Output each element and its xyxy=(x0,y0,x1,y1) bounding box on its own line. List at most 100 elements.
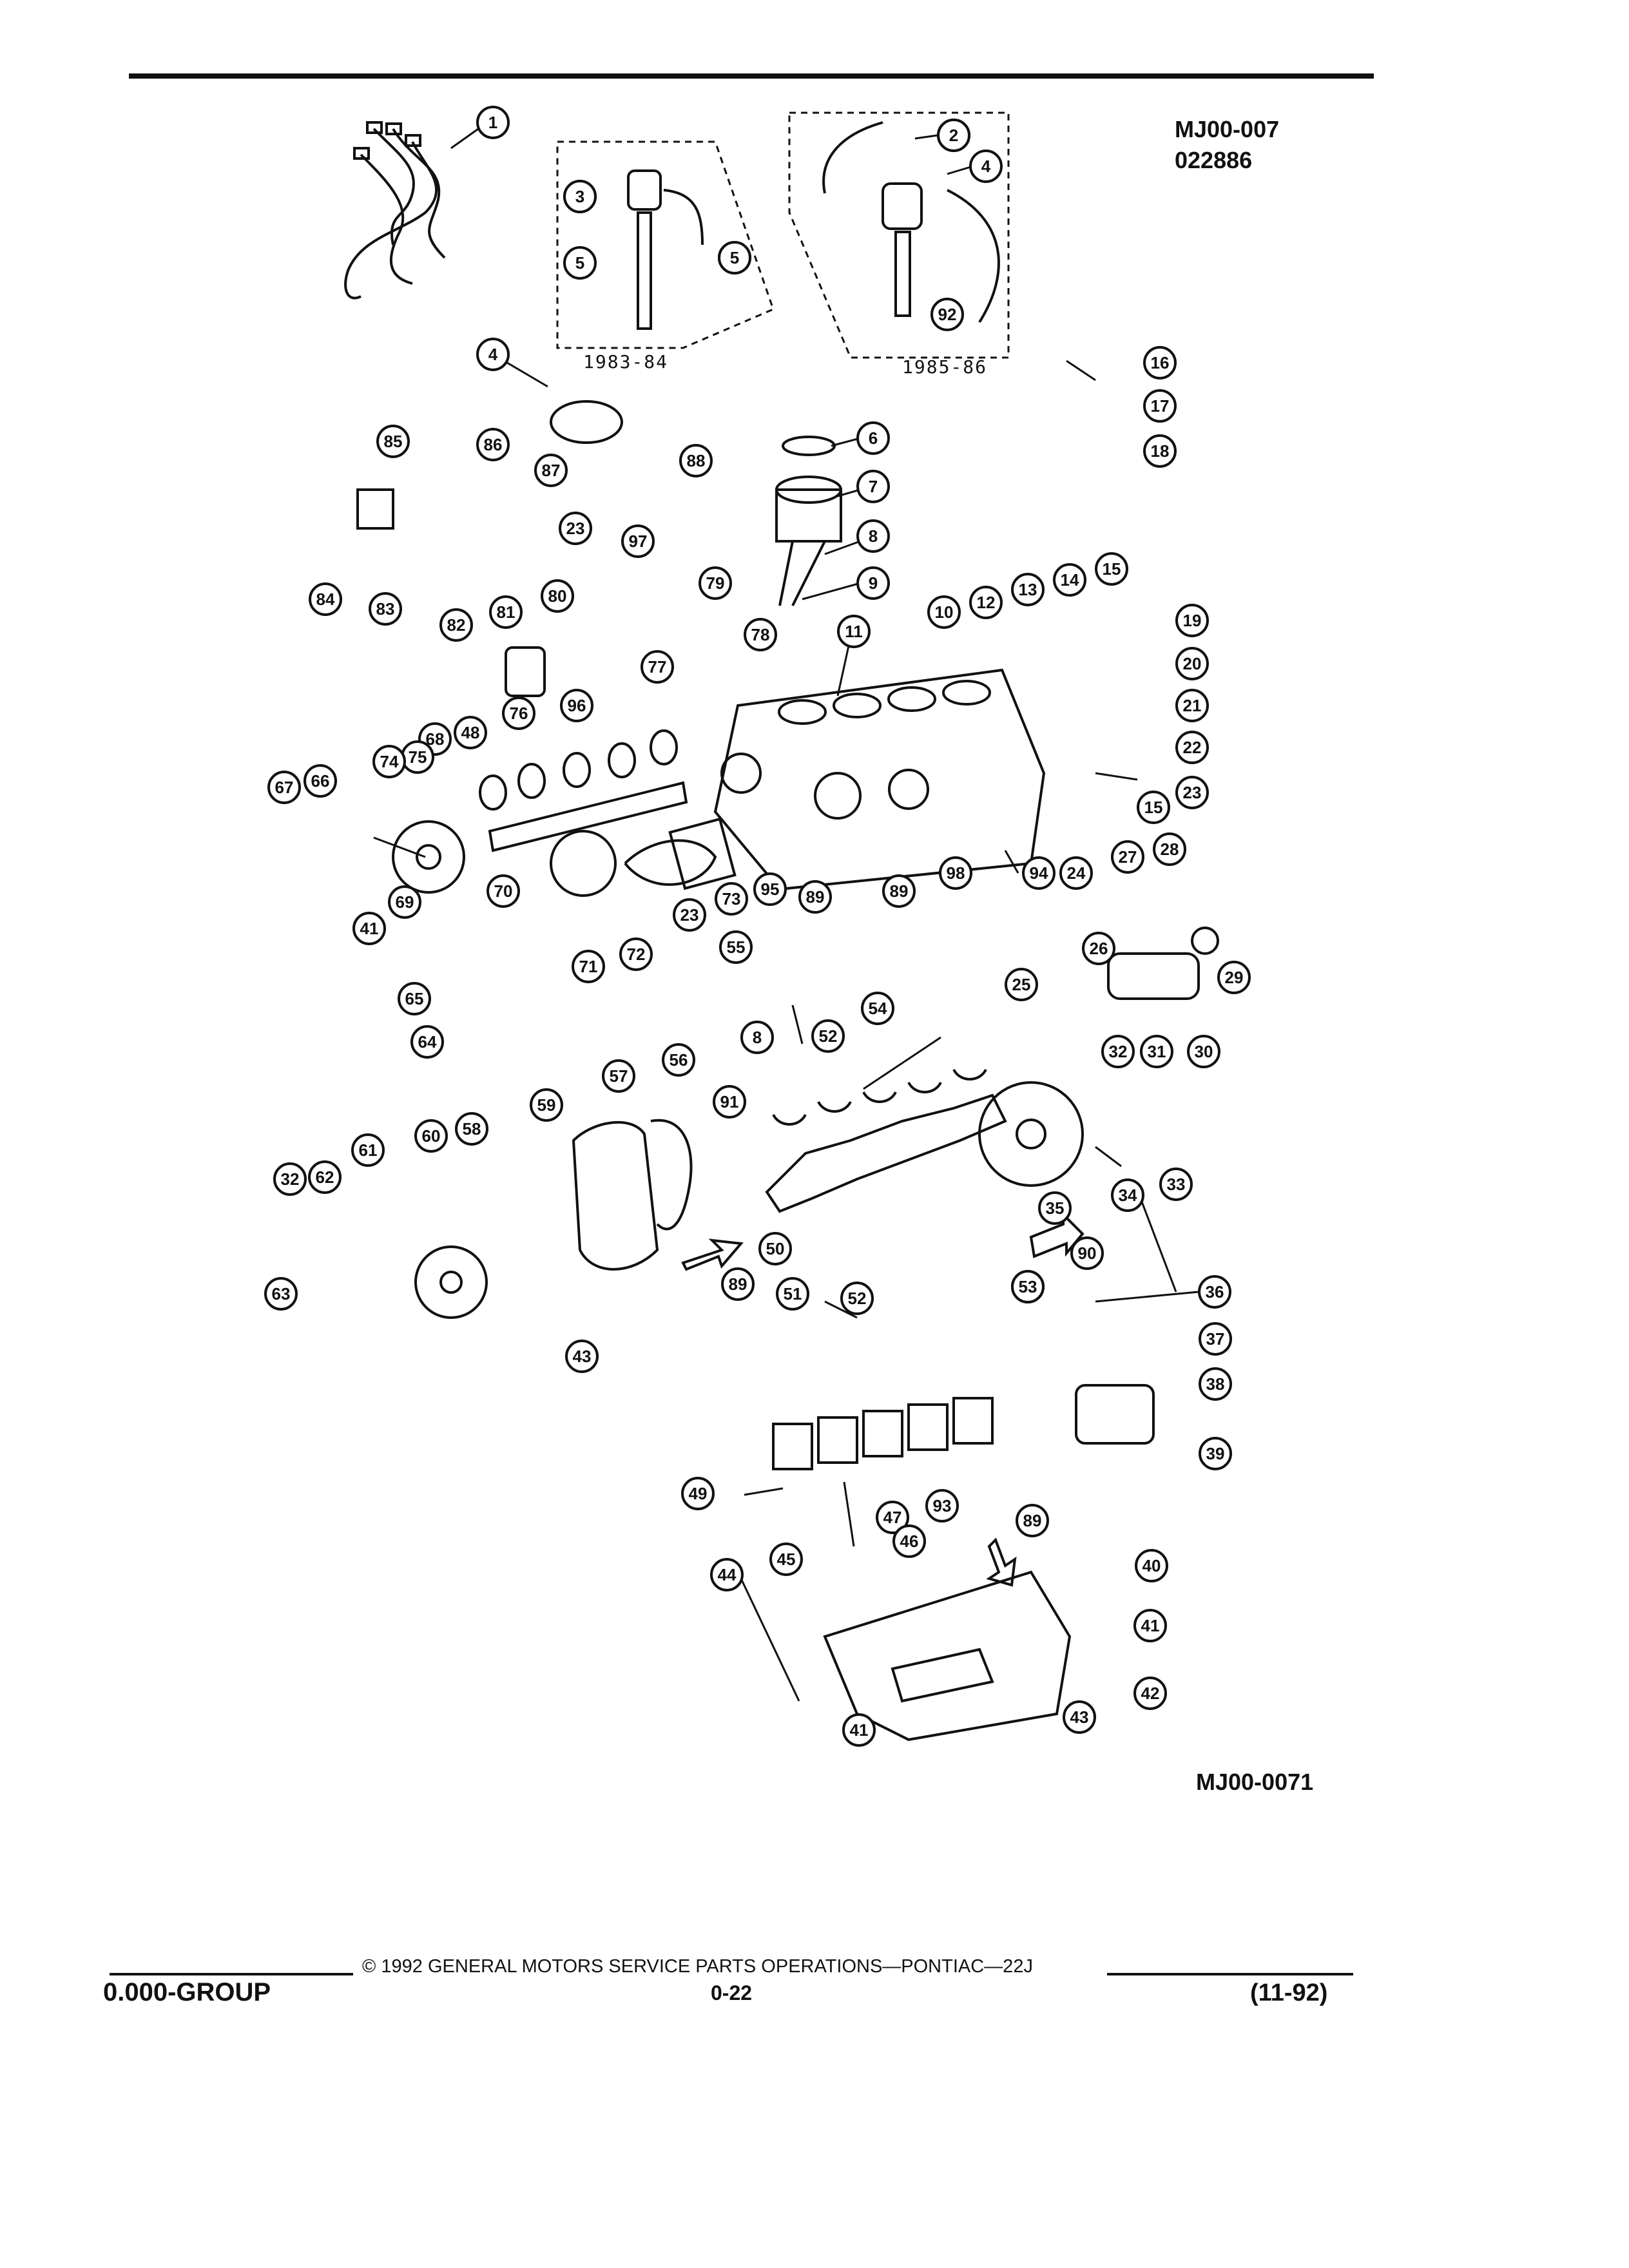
callout-number: 74 xyxy=(380,752,399,771)
callout-circle xyxy=(856,421,890,455)
timing-cover-drawing xyxy=(572,1120,659,1271)
callout-26: 26 xyxy=(1082,932,1115,965)
callout-circle xyxy=(699,566,732,600)
callout-number: 36 xyxy=(1206,1282,1224,1302)
callout-39: 39 xyxy=(1199,1437,1232,1470)
callout-number: 67 xyxy=(275,778,294,797)
callout-65: 65 xyxy=(398,982,431,1015)
camshaft-drawing xyxy=(479,729,688,852)
callout-number: 59 xyxy=(537,1095,556,1115)
callout-circle xyxy=(563,246,597,280)
footer-rule-left xyxy=(110,1973,353,1975)
callout-number: 87 xyxy=(542,461,561,480)
callout-number: 23 xyxy=(680,905,699,925)
callout-circle xyxy=(1111,840,1144,874)
callout-circle xyxy=(309,582,342,616)
callout-circle xyxy=(541,579,574,613)
callout-circle xyxy=(455,1112,488,1146)
callout-78: 78 xyxy=(744,618,777,651)
callout-number: 16 xyxy=(1151,353,1170,372)
callout-number: 12 xyxy=(977,593,996,612)
callout-number: 33 xyxy=(1167,1175,1186,1194)
callout-number: 21 xyxy=(1183,696,1202,715)
callout-circle xyxy=(487,874,520,908)
callout-29: 29 xyxy=(1217,961,1251,994)
callout-13: 13 xyxy=(1011,573,1045,606)
callout-circle xyxy=(969,149,1003,183)
callout-number: 23 xyxy=(1183,783,1202,802)
callout-circle xyxy=(476,106,510,139)
callout-number: 45 xyxy=(777,1550,796,1569)
callout-circle xyxy=(798,880,832,914)
callout-89: 89 xyxy=(1016,1504,1049,1537)
callout-number: 97 xyxy=(629,532,648,551)
callout-57: 57 xyxy=(602,1059,635,1093)
callout-97: 97 xyxy=(621,524,655,558)
callout-41: 41 xyxy=(352,912,386,945)
callout-circle xyxy=(476,428,510,461)
callout-number: 18 xyxy=(1151,441,1170,461)
callout-circle xyxy=(641,650,674,684)
timing-gear-drawing xyxy=(392,820,465,894)
callout-circle xyxy=(414,1119,448,1153)
callout-number: 57 xyxy=(610,1066,628,1086)
callout-circle xyxy=(530,1088,563,1122)
callout-42: 42 xyxy=(1133,1677,1167,1710)
callout-circle xyxy=(861,992,894,1025)
callout-circle xyxy=(372,745,406,778)
callout-90: 90 xyxy=(1070,1236,1104,1270)
callout-number: 80 xyxy=(548,586,567,606)
callout-44: 44 xyxy=(710,1558,744,1591)
callout-circle xyxy=(856,519,890,553)
callout-circle xyxy=(811,1019,845,1053)
callout-number: 76 xyxy=(510,704,528,723)
callout-86: 86 xyxy=(476,428,510,461)
callout-number: 89 xyxy=(1023,1511,1042,1530)
callout-23: 23 xyxy=(673,898,706,932)
callout-8: 8 xyxy=(740,1021,774,1054)
callout-number: 52 xyxy=(819,1026,838,1046)
callout-circle xyxy=(1153,832,1186,866)
callout-88: 88 xyxy=(679,444,713,477)
callout-circle xyxy=(351,1133,385,1167)
callout-circle xyxy=(352,912,386,945)
arrow-89-drawing xyxy=(681,1238,744,1271)
callout-number: 5 xyxy=(575,253,584,273)
page-number: 0-22 xyxy=(711,1981,753,2004)
callout-20: 20 xyxy=(1175,647,1209,680)
callout-circle xyxy=(721,1267,755,1301)
callout-8: 8 xyxy=(856,519,890,553)
callout-number: 20 xyxy=(1183,654,1202,673)
callout-45: 45 xyxy=(769,1542,803,1576)
callout-number: 49 xyxy=(689,1484,708,1503)
distributor-box-1983-84 xyxy=(556,140,775,349)
callout-number: 77 xyxy=(648,657,667,677)
ref-number-2: 022886 xyxy=(1175,147,1253,173)
callout-number: 25 xyxy=(1012,975,1031,994)
callout-number: 9 xyxy=(869,573,878,593)
callout-number: 89 xyxy=(890,881,909,901)
callout-circle xyxy=(842,1713,876,1747)
callout-number: 41 xyxy=(1141,1616,1160,1635)
callout-60: 60 xyxy=(414,1119,448,1153)
callout-number: 27 xyxy=(1119,847,1137,867)
year-label-1985-86: 1985-86 xyxy=(902,356,988,378)
callout-circle xyxy=(267,771,301,804)
callout-89: 89 xyxy=(721,1267,755,1301)
callout-10: 10 xyxy=(927,595,961,629)
callout-circle xyxy=(1159,1168,1193,1201)
callout-number: 42 xyxy=(1141,1684,1160,1703)
callout-30: 30 xyxy=(1187,1035,1220,1068)
callout-circle xyxy=(719,930,753,964)
callout-circle xyxy=(1135,1549,1168,1582)
callout-number: 72 xyxy=(627,945,646,964)
callout-circle xyxy=(740,1021,774,1054)
callout-number: 89 xyxy=(806,887,825,907)
callout-circle xyxy=(681,1477,715,1510)
footer-rule-right xyxy=(1107,1973,1353,1975)
callout-number: 41 xyxy=(360,919,379,938)
callout-21: 21 xyxy=(1175,689,1209,722)
callout-70: 70 xyxy=(487,874,520,908)
callout-circle xyxy=(1063,1700,1096,1734)
callout-number: 65 xyxy=(405,989,424,1008)
